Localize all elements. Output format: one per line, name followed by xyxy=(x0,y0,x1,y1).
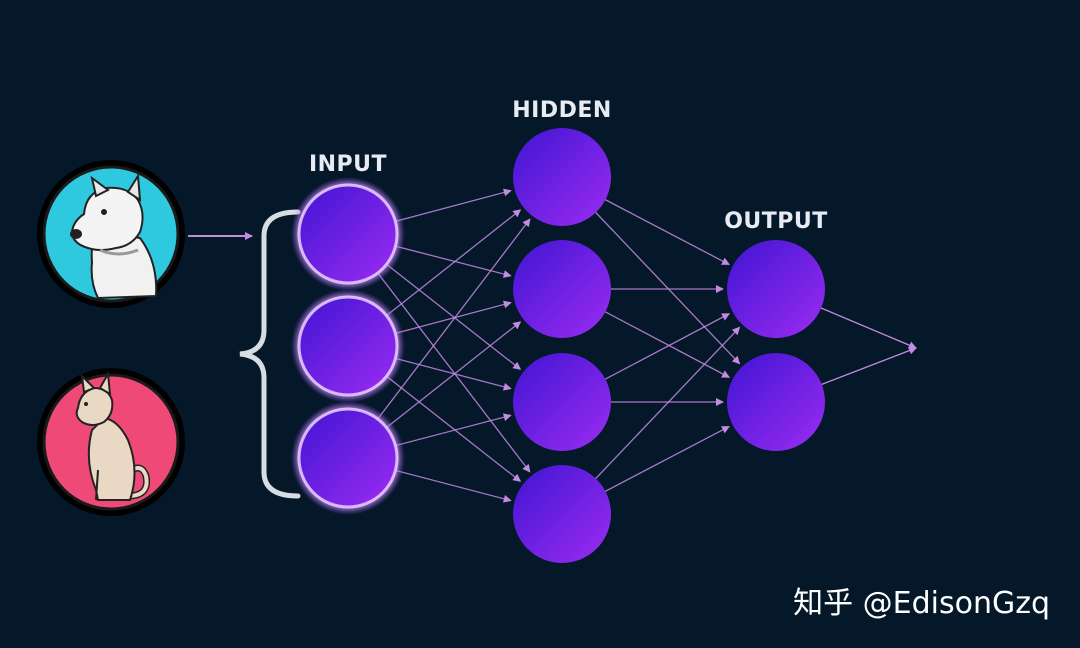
input-node-2 xyxy=(291,289,405,403)
output-layer-label: OUTPUT xyxy=(724,209,828,234)
hidden-node-3 xyxy=(513,353,611,451)
input-brace xyxy=(239,209,301,499)
hidden-layer-label: HIDDEN xyxy=(512,98,612,123)
cat-icon xyxy=(75,370,151,501)
output-node-2 xyxy=(727,353,825,451)
hidden-node-1 xyxy=(513,128,611,226)
nodes xyxy=(291,128,825,563)
dog-icon xyxy=(70,172,158,300)
watermark: 知乎 @EdisonGzq xyxy=(793,586,1050,621)
input-node-1 xyxy=(291,177,405,291)
connections xyxy=(347,176,917,515)
dog-example xyxy=(37,160,185,308)
output-node-1 xyxy=(727,240,825,338)
input-node-3 xyxy=(291,401,405,515)
hidden-node-2 xyxy=(513,240,611,338)
cat-example xyxy=(37,368,185,516)
hidden-node-4 xyxy=(513,465,611,563)
input-layer-label: INPUT xyxy=(309,152,387,177)
